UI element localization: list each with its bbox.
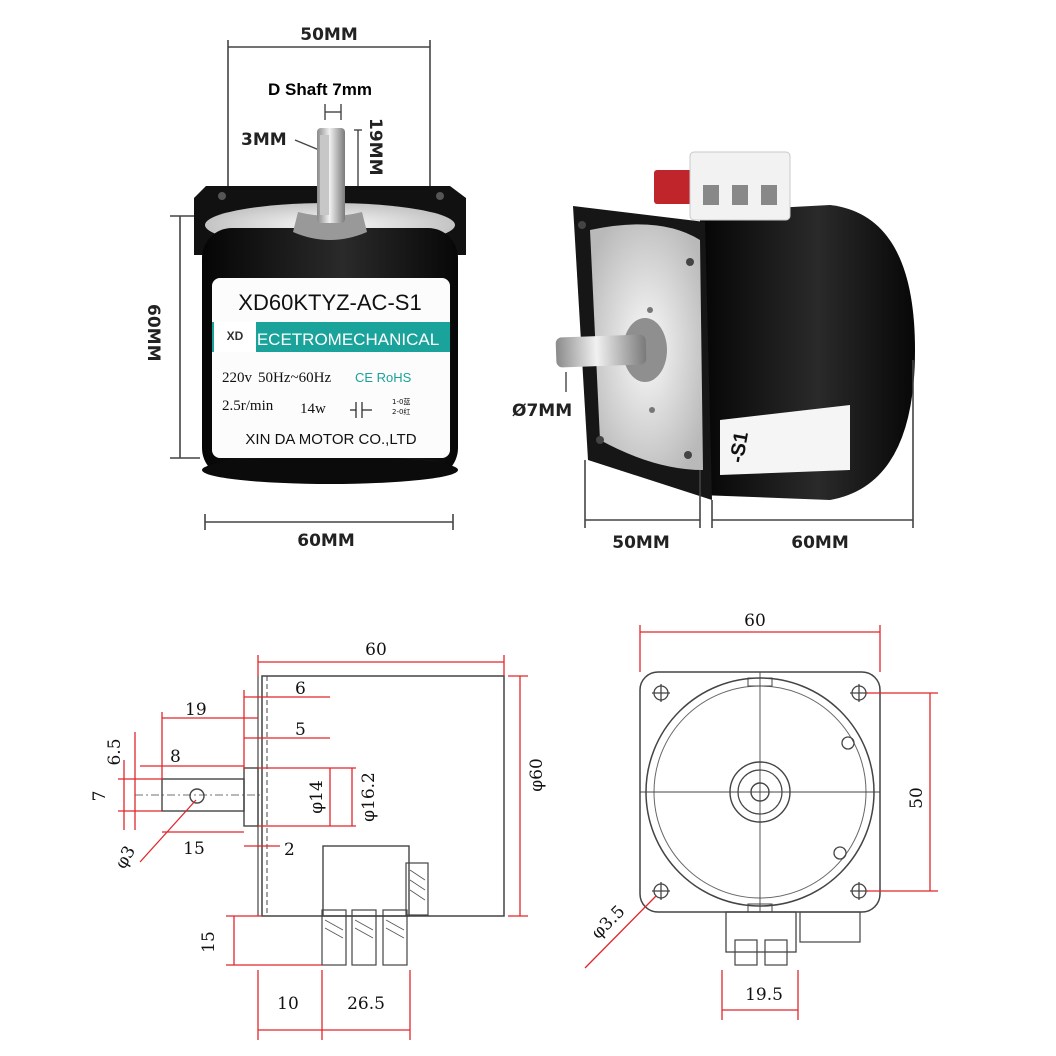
side-bottom-dimensions [584,360,914,528]
flange-hole-icon [218,192,226,200]
dim-width: 60 [365,640,387,660]
dim-phi16-2: φ16.2 [359,772,379,822]
capacitor-symbol-icon [350,402,372,418]
shaft-flat [320,135,329,215]
label-maker: XIN DA MOTOR CO.,LTD [245,431,416,448]
front-drawing: 60 50 φ3.5 19.5 [584,611,938,1020]
front-dim-terminal-width: 19.5 [745,985,783,1005]
side-label [720,405,850,475]
drawing-body [261,675,505,917]
dim-6-5: 6.5 [105,738,125,765]
label-wire-2: 2-0红 [392,407,410,416]
dim-26-5: 26.5 [347,994,385,1014]
front-dim-width: 60 [744,611,766,631]
shaft-length-label: 19MM [365,118,385,176]
label-speed: 2.5r/min [222,398,274,414]
front-drawing-dimensions [584,625,938,1020]
side-shaft-label: Ø7MM [512,401,572,421]
terminal-screw [732,185,748,205]
dim-6: 6 [295,679,306,699]
dim-8: 8 [170,747,181,767]
dim-phi60: φ60 [527,758,547,792]
drawing-terminal-block [322,845,410,917]
front-photo: 50MM D Shaft 7mm 3MM 19MM 60MM [143,25,466,551]
label-logo: XD [227,329,244,343]
screw-icon [649,407,655,413]
height-label: 60MM [143,304,163,362]
label-cert: CE RoHS [355,370,412,385]
dim-15-terminal: 15 [199,931,219,953]
flat-width-dimension [294,104,362,191]
shaft-type-label: D Shaft 7mm [268,80,372,99]
label-banner-text: ECETROMECHANICAL [257,330,439,349]
side-drawing-labels: 60 6 19 5 6.5 8 7 φ14 φ16.2 φ60 15 φ3 2 … [90,640,547,1014]
drawing-shaft-collar [243,767,259,827]
side-drawing: 60 6 19 5 6.5 8 7 φ14 φ16.2 φ60 15 φ3 2 … [90,640,547,1040]
side-drawing-dimensions [118,655,528,1040]
screw-icon [686,258,694,266]
screw-icon [596,436,604,444]
dim-19: 19 [185,700,207,720]
drawing-terminal-front [725,911,797,953]
dim-5: 5 [295,720,306,740]
drawing-shaft-hole [189,788,205,804]
dim-phi3: φ3 [111,843,140,873]
bottom-width-dimension [204,514,454,530]
screw-icon [647,307,653,313]
motor-can-bottom [202,456,458,484]
bottom-width-label: 60MM [297,531,355,551]
top-width-dimension [227,40,431,188]
screw-icon [578,221,586,229]
dim-phi14: φ14 [307,780,327,814]
front-dim-hole-dia: φ3.5 [588,902,630,944]
flange-hole-icon [436,192,444,200]
dim-7: 7 [90,791,110,802]
mounting-hole-icon [652,684,868,900]
label-power: 14w [300,401,326,417]
front-dim-hole-spacing: 50 [907,787,927,809]
top-width-label: 50MM [300,25,358,45]
gear-hub [293,212,367,240]
flat-width-label: 3MM [241,130,287,150]
dim-10: 10 [277,994,299,1014]
label-frequency: 50Hz~60Hz [258,370,331,386]
terminal-screw [761,185,777,205]
terminal-screw [703,185,719,205]
terminal-red-cap [654,170,694,204]
dim-15-shaft: 15 [183,839,205,859]
label-logo-box [214,322,256,352]
screw-icon [684,451,692,459]
label-voltage: 220v [222,370,253,386]
side-photo: -S1 Ø7MM 50MM 60MM [512,151,915,553]
side-depth-label: 50MM [612,533,670,553]
dim-2: 2 [284,840,295,860]
label-model: XD60KTYZ-AC-S1 [238,290,421,315]
side-dia-label: 60MM [791,533,849,553]
terminal-hatch [324,869,426,939]
label-wire-1: 1-0蓝 [392,397,410,406]
side-output-shaft [555,334,647,368]
side-label-text: -S1 [726,430,753,464]
